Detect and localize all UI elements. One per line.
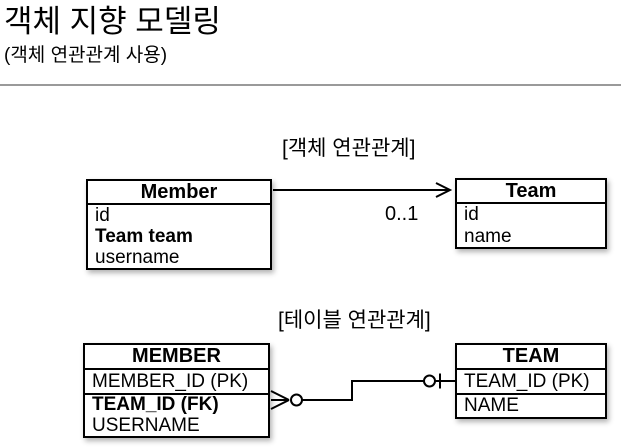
team-class-field-id: id bbox=[464, 204, 479, 225]
member-table-box: MEMBER MEMBER_ID (PK) TEAM_ID (FK) USERN… bbox=[83, 343, 270, 438]
team-table-title: TEAM bbox=[457, 345, 605, 370]
object-association-arrow bbox=[273, 182, 453, 198]
team-table-box: TEAM TEAM_ID (PK) NAME bbox=[455, 343, 607, 419]
zero-circle-team-icon bbox=[423, 374, 436, 388]
page-subtitle: (객체 연관관계 사용) bbox=[4, 45, 168, 66]
zero-circle-member-icon bbox=[290, 393, 303, 407]
page-title: 객체 지향 모델링 bbox=[4, 4, 221, 39]
title-divider bbox=[0, 84, 621, 86]
member-table-field-team-id: TEAM_ID (FK) bbox=[92, 395, 219, 415]
member-table-title: MEMBER bbox=[85, 345, 268, 370]
member-table-field-member-id: MEMBER_ID (PK) bbox=[85, 370, 268, 395]
crows-foot-many-icon bbox=[270, 390, 290, 410]
member-class-field-id: id bbox=[95, 205, 110, 226]
team-class-box: Team id name bbox=[455, 178, 607, 249]
team-class-title: Team bbox=[457, 180, 605, 204]
member-class-field-team: Team team bbox=[95, 226, 193, 247]
member-class-box: Member id Team team username bbox=[86, 179, 272, 270]
member-class-title: Member bbox=[88, 181, 270, 205]
table-association-caption: [테이블 연관관계] bbox=[278, 309, 431, 332]
object-association-caption: [객체 연관관계] bbox=[282, 137, 416, 160]
multiplicity-label: 0..1 bbox=[385, 203, 419, 225]
team-table-field-team-id: TEAM_ID (PK) bbox=[457, 370, 605, 395]
table-association-connector bbox=[270, 373, 455, 410]
team-table-field-name: NAME bbox=[464, 395, 519, 416]
arrowhead-icon bbox=[435, 182, 453, 198]
member-class-field-username: username bbox=[95, 247, 180, 268]
member-table-field-username: USERNAME bbox=[92, 415, 200, 436]
team-class-field-name: name bbox=[464, 225, 512, 247]
